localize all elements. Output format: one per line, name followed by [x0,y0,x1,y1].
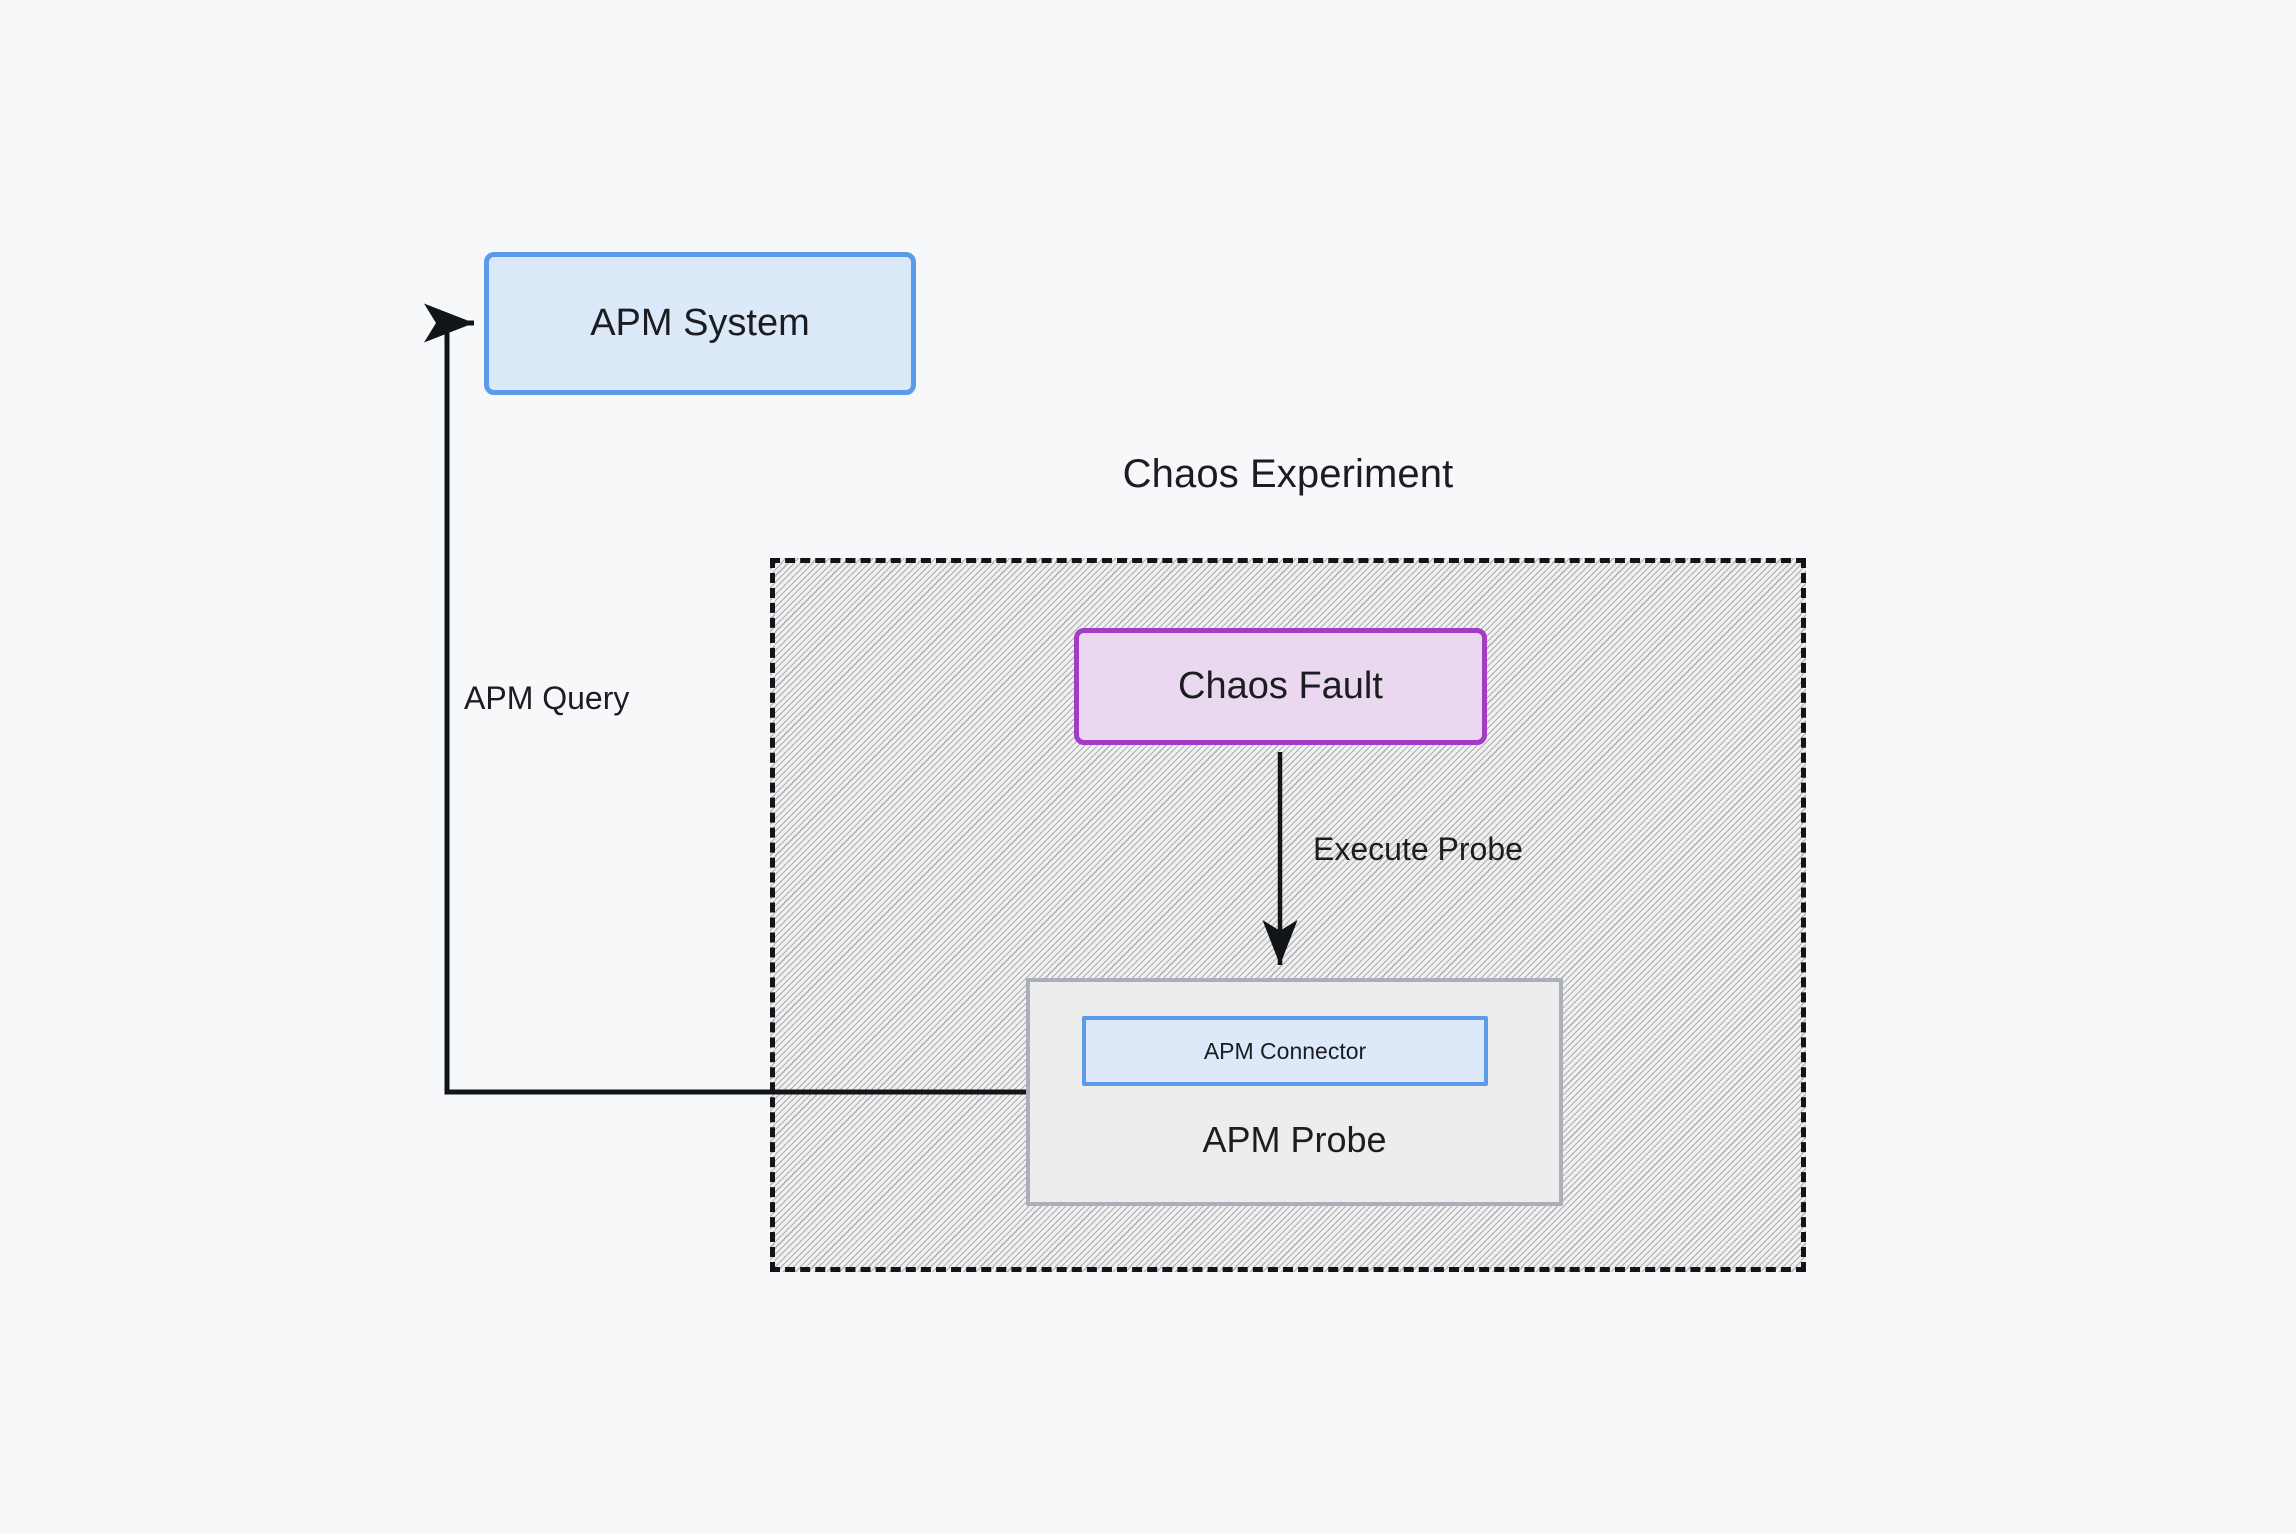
node-apm-probe-label: APM Probe [1202,1119,1387,1160]
edge-label-execute-probe: Execute Probe [1313,831,1523,867]
chaos-experiment-title: Chaos Experiment [1122,452,1454,496]
node-apm-connector-label: APM Connector [1203,1037,1367,1064]
node-chaos-fault[interactable]: Chaos Fault [1074,628,1487,745]
node-apm-probe[interactable]: APM Connector APM Probe [1026,978,1563,1206]
edge-label-apm-query: APM Query [464,680,630,716]
node-apm-system[interactable]: APM System [484,252,916,395]
node-apm-system-label: APM System [590,302,810,344]
node-apm-connector[interactable]: APM Connector [1082,1016,1488,1086]
node-chaos-fault-label: Chaos Fault [1178,665,1383,707]
